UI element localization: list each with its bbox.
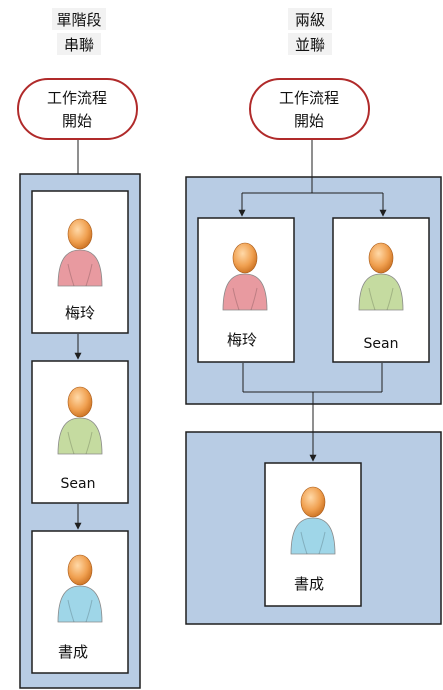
person-body bbox=[358, 273, 404, 311]
person-head bbox=[232, 242, 258, 274]
person-arm-lines bbox=[368, 287, 394, 311]
serial-card-2-name: Sean bbox=[61, 476, 96, 492]
person-body bbox=[57, 585, 103, 623]
person-head bbox=[368, 242, 394, 274]
person-head bbox=[300, 486, 326, 518]
serial-card-3: 書成 bbox=[31, 530, 129, 674]
parallel-start-node bbox=[249, 78, 370, 140]
parallel-card-3-name: 書成 bbox=[294, 575, 324, 593]
person-arm-lines bbox=[300, 531, 326, 555]
serial-heading-line2: 串聯 bbox=[64, 36, 94, 54]
person-body bbox=[57, 249, 103, 287]
person-icon-pink bbox=[222, 242, 268, 311]
person-head bbox=[67, 386, 93, 418]
parallel-heading-line1: 兩級 bbox=[295, 11, 325, 29]
serial-column: 單階段 串聯 工作流程 開始 梅玲 Sean 書成 bbox=[17, 8, 141, 689]
parallel-column: 兩級 並聯 工作流程 開始 梅玲 Sean 書成 bbox=[185, 8, 442, 625]
person-icon-green bbox=[57, 386, 103, 455]
person-body bbox=[57, 417, 103, 455]
person-arm-lines bbox=[67, 599, 93, 623]
person-icon-green bbox=[358, 242, 404, 311]
serial-start-node bbox=[17, 78, 138, 140]
parallel-start-line2: 開始 bbox=[294, 112, 324, 130]
serial-card-1: 梅玲 bbox=[31, 190, 129, 334]
parallel-heading-line2: 並聯 bbox=[295, 36, 325, 54]
parallel-card-2-name: Sean bbox=[364, 336, 399, 352]
parallel-heading-bg bbox=[288, 8, 332, 30]
person-icon-blue bbox=[290, 486, 336, 555]
person-body bbox=[290, 517, 336, 555]
serial-heading-bg bbox=[52, 8, 106, 30]
parallel-card-3: 書成 bbox=[264, 462, 362, 607]
person-arm-lines bbox=[67, 263, 93, 287]
person-head bbox=[67, 554, 93, 586]
person-body bbox=[222, 273, 268, 311]
person-arm-lines bbox=[67, 431, 93, 455]
serial-heading-line2-bg bbox=[57, 33, 101, 55]
person-arm-lines bbox=[232, 287, 258, 311]
parallel-start-line1: 工作流程 bbox=[279, 89, 339, 107]
person-icon-blue bbox=[57, 554, 103, 623]
serial-heading-line1: 單階段 bbox=[56, 11, 101, 29]
serial-card-2: Sean bbox=[31, 360, 129, 504]
serial-card-1-name: 梅玲 bbox=[65, 304, 95, 322]
serial-card-3-name: 書成 bbox=[58, 643, 88, 661]
parallel-card-1: 梅玲 bbox=[197, 217, 295, 363]
serial-start-line1: 工作流程 bbox=[47, 89, 107, 107]
person-head bbox=[67, 218, 93, 250]
parallel-card-2: Sean bbox=[332, 217, 430, 363]
serial-start-line2: 開始 bbox=[62, 112, 92, 130]
parallel-card-1-name: 梅玲 bbox=[227, 331, 257, 349]
person-icon-pink bbox=[57, 218, 103, 287]
parallel-heading-line2-bg bbox=[288, 33, 332, 55]
